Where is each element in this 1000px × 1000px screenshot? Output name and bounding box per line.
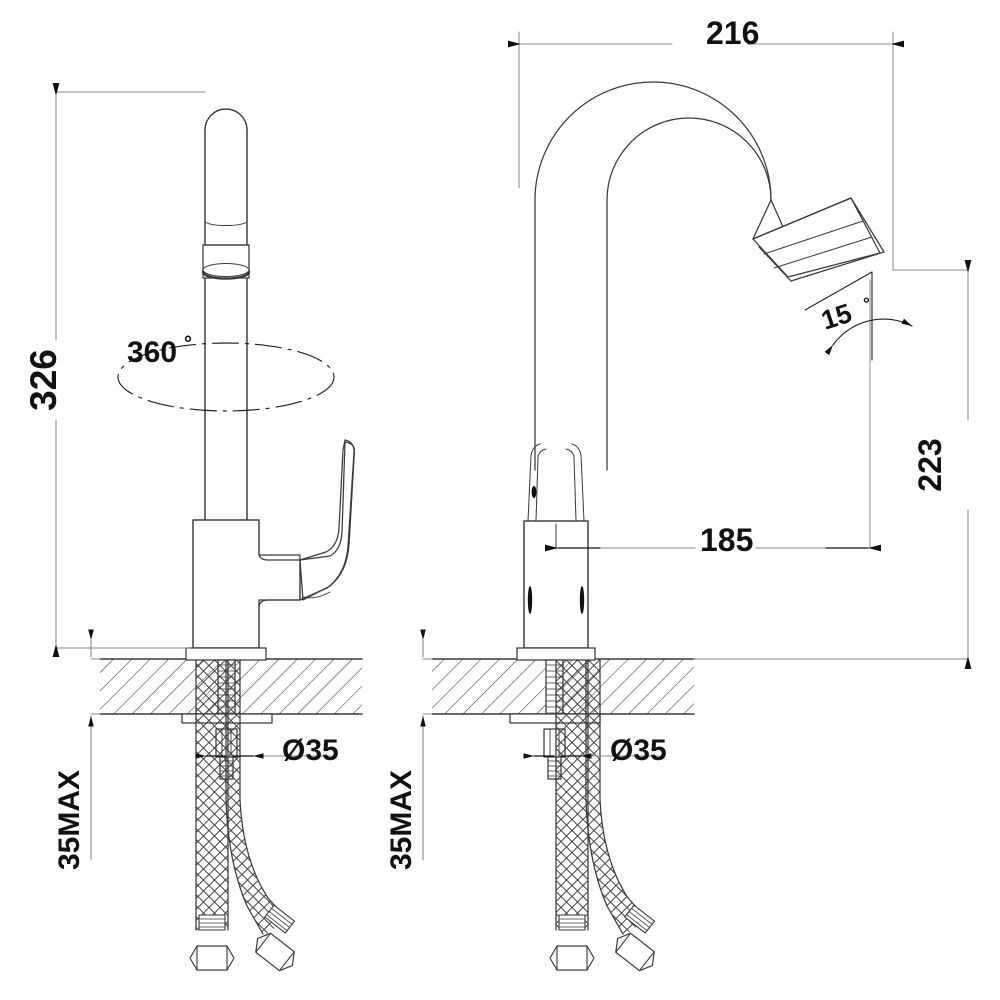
dim-326 [52, 83, 206, 657]
dim-label-15deg: 15 [818, 298, 856, 336]
dim-223 [693, 260, 972, 669]
front-swivel-indicator [117, 342, 335, 412]
dim-35max-side [420, 629, 433, 861]
dim-label-35max-side: 35MAX [385, 770, 418, 870]
dim-15deg [804, 271, 913, 361]
degree-symbol-360: ° [184, 333, 192, 355]
front-body [185, 519, 301, 661]
dim-label-360: 360 [127, 336, 177, 369]
dim-label-35max-front: 35MAX [53, 770, 86, 870]
dim-label-d35-side: Ø35 [610, 734, 667, 767]
dim-216 [508, 31, 904, 271]
side-view [420, 31, 972, 976]
dim-label-326: 326 [23, 349, 64, 411]
front-view [52, 83, 363, 976]
side-supply-hoses [549, 659, 661, 976]
front-supply-hoses [189, 659, 301, 976]
dim-35max-front [88, 629, 101, 861]
dim-label-216: 216 [706, 15, 759, 51]
front-lever-handle [299, 439, 355, 601]
dim-label-223: 223 [912, 438, 948, 491]
front-spout [201, 108, 251, 526]
side-gooseneck-spout [534, 81, 885, 471]
side-body [516, 443, 596, 661]
dim-label-185: 185 [700, 522, 753, 558]
dim-label-d35-front: Ø35 [282, 734, 339, 767]
